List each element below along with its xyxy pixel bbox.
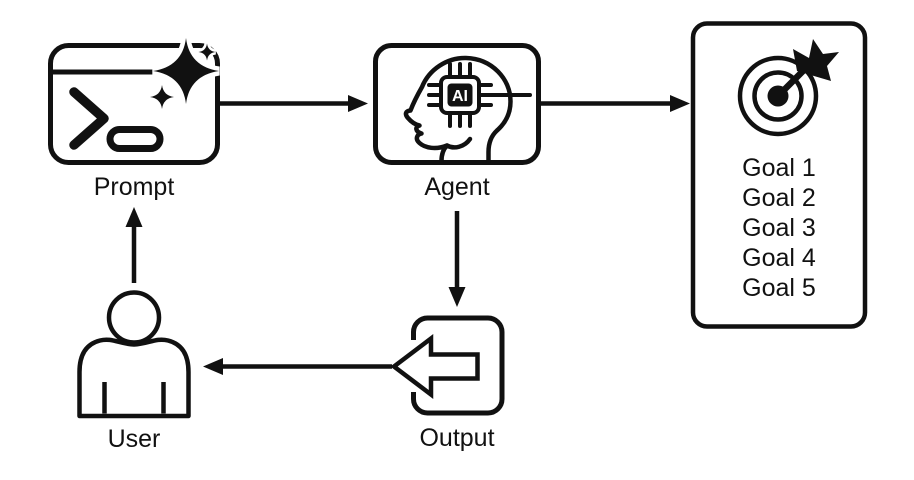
arrow-user-to-prompt — [125, 207, 143, 283]
goals-node: Goal 1 Goal 2 Goal 3 Goal 4 Goal 5 — [690, 21, 868, 329]
sparkle-large-icon — [152, 37, 220, 105]
prompt-label: Prompt — [94, 173, 175, 201]
goal-item: Goal 4 — [742, 244, 816, 272]
goal-item: Goal 2 — [742, 184, 816, 212]
arrow-prompt-to-agent — [218, 95, 368, 112]
arrow-agent-to-goals — [540, 95, 690, 112]
goal-item: Goal 3 — [742, 214, 816, 242]
head-with-ai-chip-icon: AI — [373, 43, 541, 165]
output-node: Output — [390, 315, 505, 452]
agent-label: Agent — [424, 173, 489, 201]
terminal-sparkles-icon — [48, 37, 220, 165]
sparkle-small-icon — [198, 43, 216, 61]
sparkle-medium-icon — [149, 84, 175, 110]
user-label: User — [108, 425, 161, 453]
output-label: Output — [419, 424, 494, 452]
arrow-output-to-user — [203, 358, 392, 375]
agent-node: AI Agent — [373, 43, 541, 201]
goal-item: Goal 5 — [742, 274, 816, 302]
goal-list: Goal 1 Goal 2 Goal 3 Goal 4 Goal 5 — [742, 154, 816, 302]
exit-left-arrow-icon — [390, 315, 505, 416]
prompt-node: Prompt — [48, 37, 220, 201]
user-node: User — [77, 290, 191, 453]
goal-item: Goal 1 — [742, 154, 816, 182]
chip-ai-label: AI — [452, 88, 468, 105]
person-icon — [77, 290, 191, 419]
target-with-dart-icon — [737, 39, 839, 137]
arrow-agent-to-output — [448, 211, 466, 307]
